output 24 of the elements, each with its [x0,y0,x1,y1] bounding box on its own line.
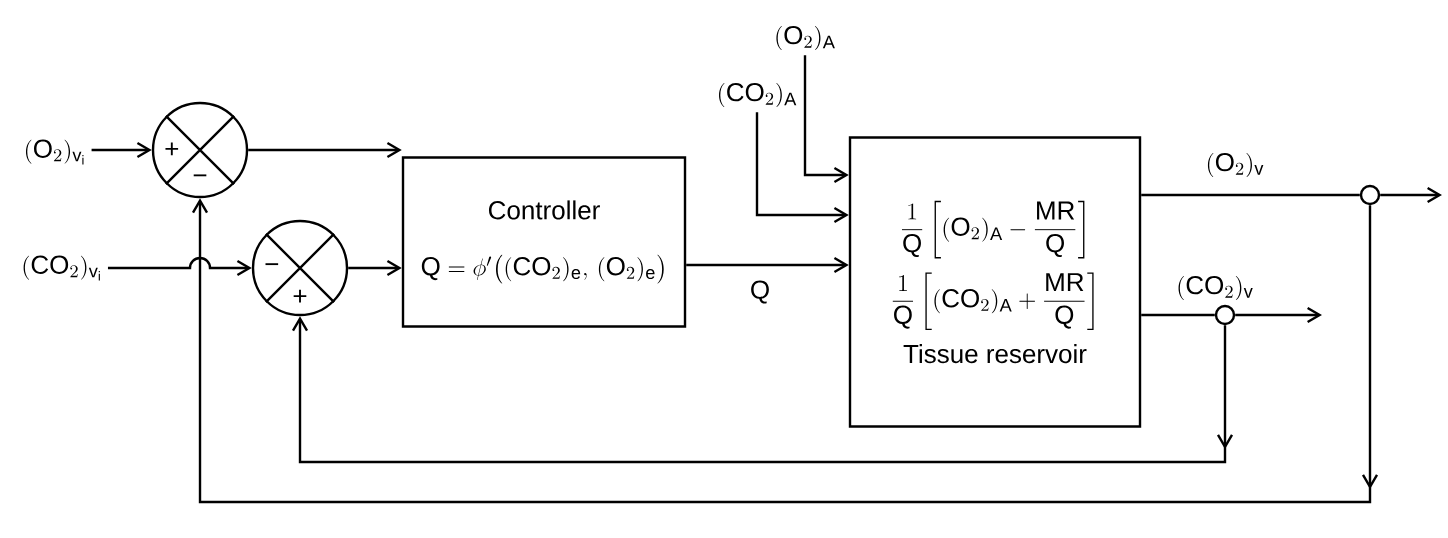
junction-dot [1359,184,1381,206]
arrow [1380,186,1442,204]
edge-label: $(\mathrm{O}_2)_\mathrm{v}$ [1203,150,1267,180]
junction-dot [1214,304,1236,326]
summing-junction: + − [151,101,249,199]
arrow [191,198,1379,504]
input-label: $(\mathrm{CO}_2)_\mathrm{A}$ [719,82,797,108]
controller-box: Controller $\mathrm{Q} = \phi'\bigl((\mathrm{CO}_2)_\mathrm{e},\, (\mathrm{O}_2)_\mathrm{e}\bigr)$ [401,156,687,328]
input-label: $(\mathrm{O}_2)_\mathrm{A}$ [776,25,835,51]
arrow [686,256,849,274]
arrow [1235,306,1322,324]
input-label: $(\mathrm{O}_2)_{\mathrm{v}_\mathrm{i}}$ [26,139,84,165]
arrow [348,259,402,277]
summing-junction: − + [251,219,349,317]
arrow [107,256,252,277]
arrow [755,112,849,224]
edge-label: $\mathrm{Q}$ [747,278,773,306]
tissue-reservoir-box: $\frac{1}{\mathrm{Q}}\left[(\mathrm{O}_2)_\mathrm{A} - \frac{\mathrm{MR}}{\mathrm{Q}}\right]$ $\frac{1}{\mathrm{Q}}\left[(\mathrm{CO}_2)_\mathrm{A} + \frac{\mathrm{MR}}{\mathrm{Q}}\right]$ Tissue reservoir [848,136,1142,428]
arrow [91,141,152,159]
arrow [248,141,402,159]
edge-label: $(\mathrm{CO}_2)_\mathrm{v}$ [1174,273,1256,303]
arrow [803,55,849,184]
arrow [291,316,1234,464]
input-label: $(\mathrm{CO}_2)_{\mathrm{v}_\mathrm{i}}$ [23,255,100,281]
